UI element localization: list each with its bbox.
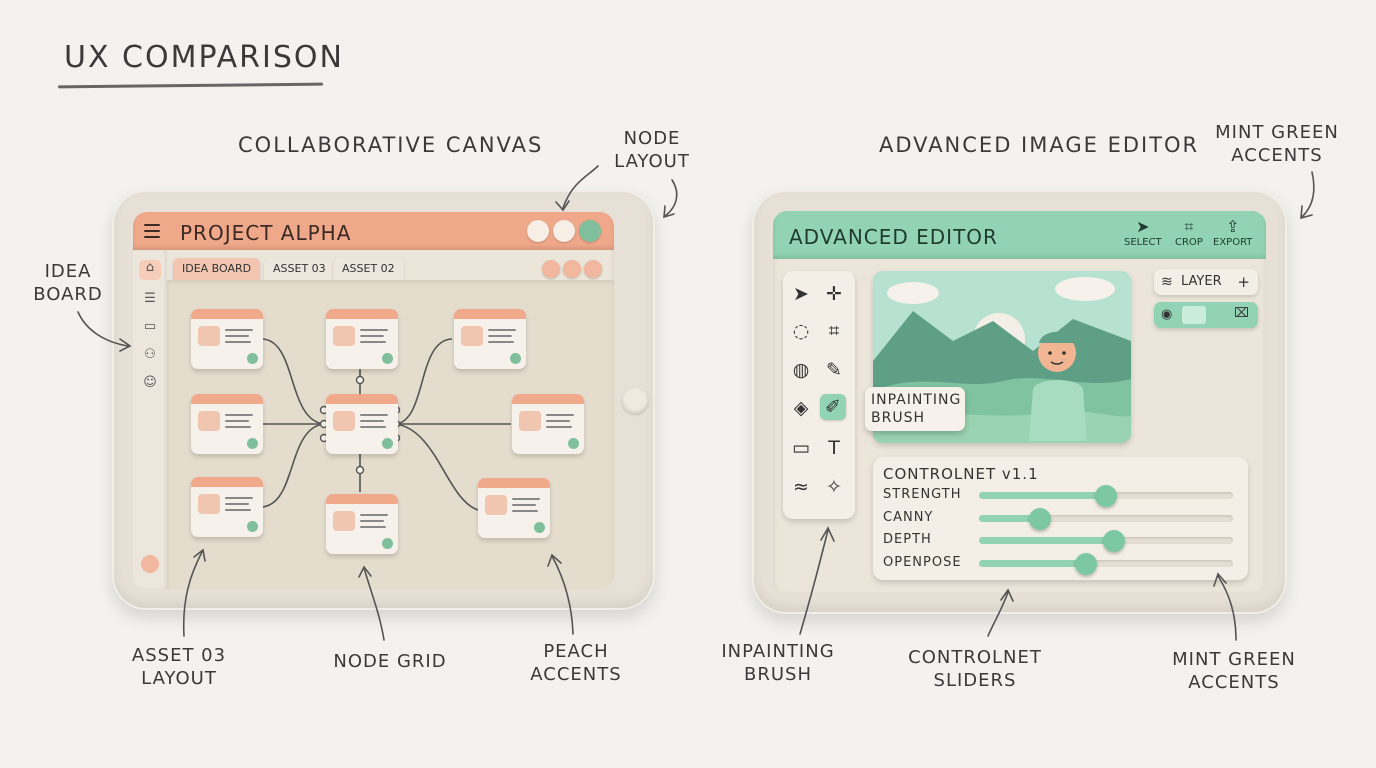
folder-icon[interactable]: ▭ bbox=[143, 319, 157, 334]
slider-label: OPENPOSE bbox=[883, 555, 962, 570]
home-button[interactable] bbox=[622, 388, 648, 414]
slider-track[interactable] bbox=[979, 515, 1233, 522]
slider-depth[interactable]: DEPTH bbox=[883, 530, 1238, 552]
magic-select-icon[interactable]: ◍ bbox=[792, 359, 810, 381]
person-icon[interactable]: ☺ bbox=[143, 375, 157, 390]
slider-fill bbox=[979, 492, 1106, 499]
node-grid-note: NODE GRID bbox=[333, 651, 447, 672]
collaborative-canvas-screen: PROJECT ALPHA ⌂ ☰ ▭ ⚇ ☺ IDEA BOARD ASSET… bbox=[133, 212, 614, 589]
shape-icon[interactable]: ▭ bbox=[792, 437, 810, 459]
slider-openpose[interactable]: OPENPOSE bbox=[883, 553, 1238, 575]
export-icon: ⇪ bbox=[1226, 217, 1240, 236]
crop-icon: ⌗ bbox=[1184, 217, 1194, 236]
slider-label: STRENGTH bbox=[883, 487, 962, 502]
page-title: UX COMPARISON bbox=[64, 40, 344, 75]
layer-label: LAYER bbox=[1181, 274, 1222, 289]
canvas-node[interactable] bbox=[512, 394, 584, 454]
slider-label: CANNY bbox=[883, 510, 934, 525]
layer-button[interactable]: ≋ LAYER + bbox=[1154, 269, 1258, 295]
crosshair-icon[interactable]: ✛ bbox=[826, 283, 842, 305]
layers-icon: ≋ bbox=[1161, 274, 1173, 290]
lasso-icon[interactable]: ◌ bbox=[792, 320, 810, 342]
text-icon[interactable]: T bbox=[828, 437, 840, 459]
tab-asset-03[interactable]: ASSET 03 bbox=[264, 258, 335, 280]
layer-row[interactable]: ◉ ⌧ bbox=[1154, 302, 1258, 328]
controlnet-title: CONTROLNET v1.1 bbox=[883, 465, 1039, 483]
project-header: PROJECT ALPHA bbox=[133, 212, 614, 250]
tab-idea-board[interactable]: IDEA BOARD bbox=[173, 258, 261, 280]
crop-button[interactable]: ⌗CROP bbox=[1175, 217, 1203, 248]
canvas-node[interactable] bbox=[191, 394, 263, 454]
list-icon[interactable]: ☰ bbox=[144, 291, 156, 306]
export-button[interactable]: ⇪EXPORT bbox=[1213, 217, 1253, 248]
controlnet-panel: CONTROLNET v1.1 STRENGTH CANNY DEPTH OPENPO… bbox=[873, 457, 1248, 580]
left-sidebar: ⌂ ☰ ▭ ⚇ ☺ bbox=[133, 250, 167, 589]
cursor-icon[interactable]: ➤ bbox=[793, 283, 809, 305]
slider-fill bbox=[979, 515, 1040, 522]
avatar[interactable] bbox=[579, 220, 601, 242]
avatar[interactable] bbox=[542, 260, 560, 278]
pencil-icon[interactable]: ✎ bbox=[826, 359, 842, 381]
slider-knob[interactable] bbox=[1102, 530, 1125, 552]
tool-palette: ➤ ✛ ◌ ⌗ ◍ ✎ ◈ ✐ ▭ T ≈ ✧ bbox=[783, 271, 855, 519]
plus-icon[interactable]: + bbox=[1237, 273, 1250, 291]
slider-knob[interactable] bbox=[1095, 485, 1117, 507]
select-button[interactable]: ➤SELECT bbox=[1124, 217, 1162, 248]
canvas-node[interactable] bbox=[478, 478, 550, 538]
avatar[interactable] bbox=[563, 260, 581, 278]
user-icon[interactable] bbox=[527, 220, 549, 242]
layer-thumbnail bbox=[1182, 306, 1206, 324]
slider-fill bbox=[979, 560, 1086, 567]
tab-asset-02[interactable]: ASSET 02 bbox=[333, 258, 404, 280]
home-icon[interactable]: ⌂ bbox=[139, 260, 161, 280]
inpainting-brush-icon[interactable]: ✐ bbox=[820, 394, 846, 420]
slider-track[interactable] bbox=[979, 560, 1233, 567]
central-node[interactable] bbox=[326, 394, 398, 454]
smudge-icon[interactable]: ≈ bbox=[793, 476, 809, 498]
canvas-node[interactable] bbox=[191, 309, 263, 369]
slider-strength[interactable]: STRENGTH bbox=[883, 485, 1238, 507]
image-icon[interactable] bbox=[553, 220, 575, 242]
collaborative-canvas-title: COLLABORATIVE CANVAS bbox=[238, 133, 544, 157]
fill-bucket-icon[interactable]: ◈ bbox=[793, 397, 809, 419]
crop-icon[interactable]: ⌗ bbox=[828, 320, 840, 342]
users-icon[interactable]: ⚇ bbox=[144, 347, 156, 362]
editor-header: ADVANCED EDITOR ➤SELECT ⌗CROP ⇪EXPORT bbox=[773, 211, 1266, 259]
slider-knob[interactable] bbox=[1074, 553, 1097, 575]
canvas-node[interactable] bbox=[454, 309, 526, 369]
image-editor-screen: ADVANCED EDITOR ➤SELECT ⌗CROP ⇪EXPORT ➤ … bbox=[773, 211, 1266, 594]
trash-icon[interactable]: ⌧ bbox=[1234, 306, 1249, 321]
slider-fill bbox=[979, 537, 1114, 544]
editor-title: ADVANCED EDITOR bbox=[789, 225, 998, 249]
advanced-image-editor-title: ADVANCED IMAGE EDITOR bbox=[879, 133, 1200, 157]
magic-wand-icon[interactable]: ✧ bbox=[826, 476, 842, 498]
avatar[interactable] bbox=[141, 555, 159, 573]
canvas-node[interactable] bbox=[191, 477, 263, 537]
slider-canny[interactable]: CANNY bbox=[883, 508, 1238, 530]
slider-label: DEPTH bbox=[883, 532, 932, 547]
menu-icon[interactable] bbox=[144, 224, 160, 238]
slider-knob[interactable] bbox=[1028, 508, 1051, 530]
canvas-node[interactable] bbox=[326, 309, 398, 369]
eye-icon[interactable]: ◉ bbox=[1161, 307, 1173, 322]
project-title: PROJECT ALPHA bbox=[180, 221, 352, 245]
cursor-icon: ➤ bbox=[1136, 217, 1150, 236]
canvas-node[interactable] bbox=[326, 494, 398, 554]
avatar[interactable] bbox=[584, 260, 602, 278]
